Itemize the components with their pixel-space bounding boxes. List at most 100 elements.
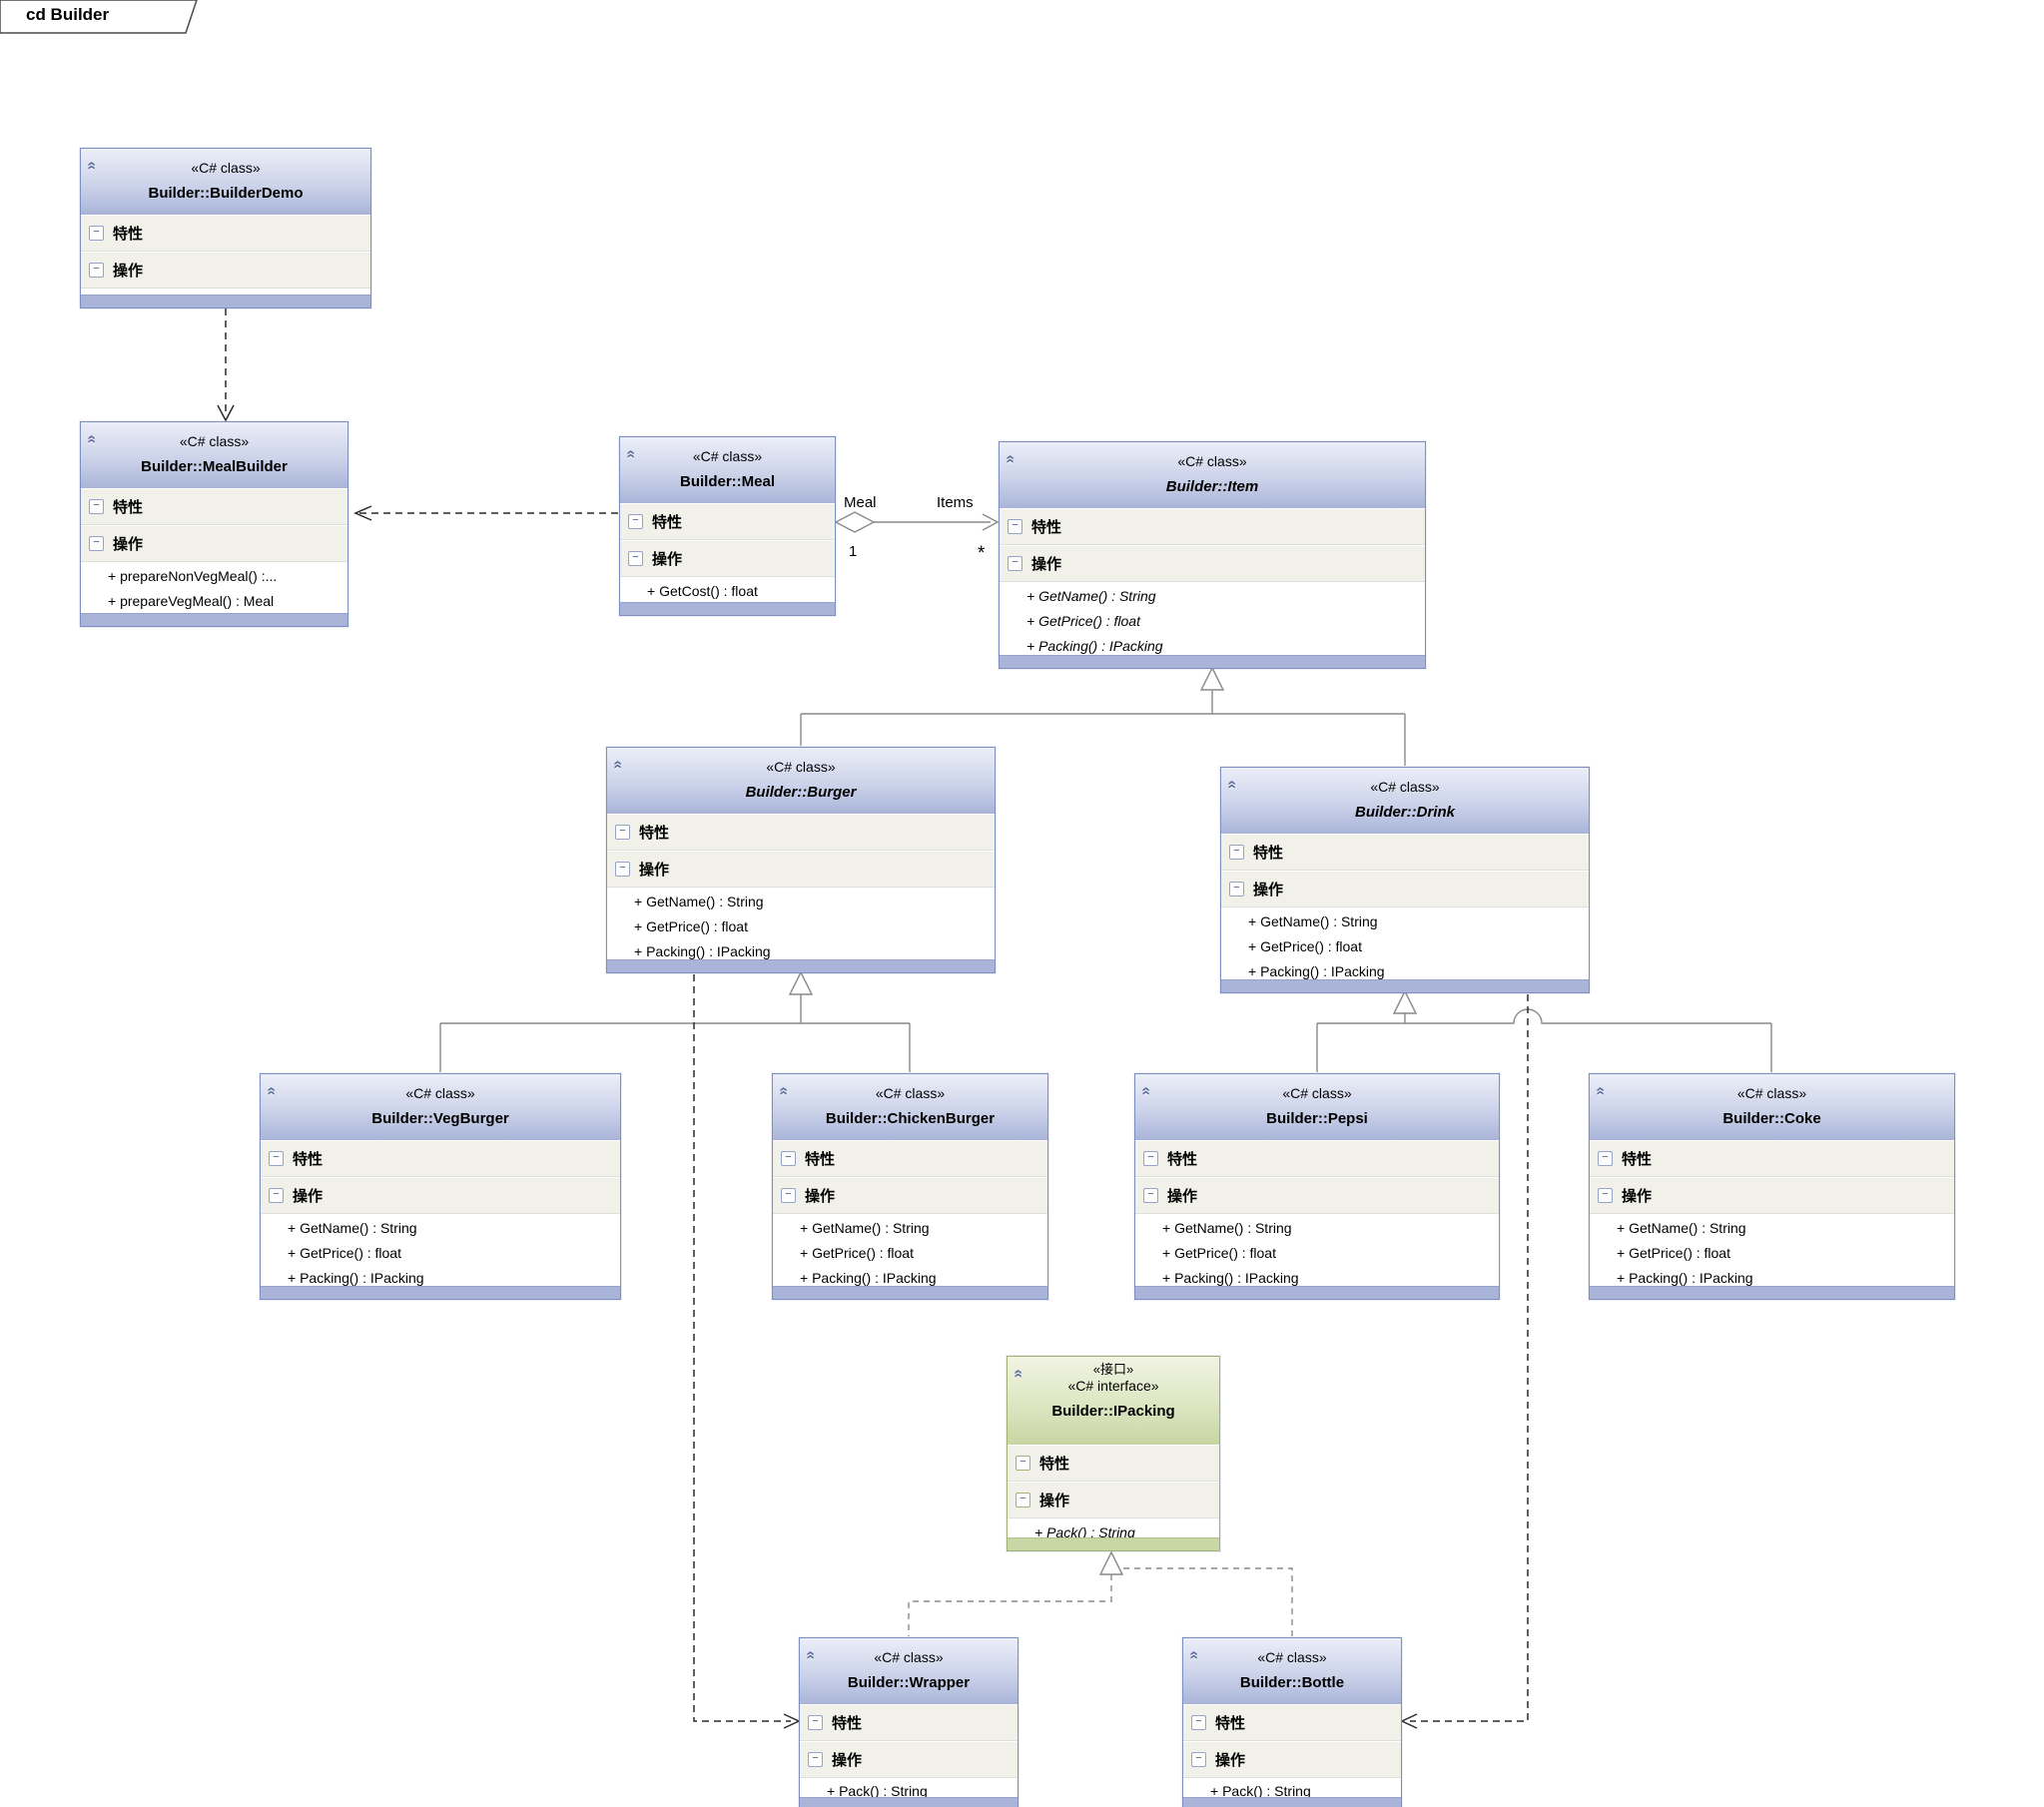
collapse-chevron-icon[interactable]: « — [775, 1086, 793, 1096]
class-name: Builder::Meal — [679, 473, 775, 490]
collapse-minus-icon[interactable]: − — [1008, 519, 1022, 534]
collapse-minus-icon[interactable]: − — [269, 1188, 284, 1203]
operations-section[interactable]: − 操作 — [800, 1741, 1018, 1778]
collapse-minus-icon[interactable]: − — [628, 514, 643, 529]
collapse-minus-icon[interactable]: − — [1008, 556, 1022, 571]
class-box-item[interactable]: « «C# class» Builder::Item − 特性 − 操作 + G… — [999, 441, 1426, 669]
class-box-wrapper[interactable]: « «C# class» Builder::Wrapper − 特性 − 操作 … — [799, 1637, 1019, 1807]
attributes-section[interactable]: − 特性 — [1183, 1704, 1401, 1741]
collapse-minus-icon[interactable]: − — [808, 1715, 823, 1730]
collapse-chevron-icon[interactable]: « — [622, 449, 640, 459]
operations-section[interactable]: − 操作 — [773, 1177, 1047, 1214]
attributes-section[interactable]: − 特性 — [81, 488, 347, 525]
collapse-minus-icon[interactable]: − — [269, 1151, 284, 1166]
attributes-label: 特性 — [832, 1715, 863, 1732]
collapse-chevron-icon[interactable]: « — [1223, 780, 1241, 790]
dependency-builderdemo-to-mealbuilder[interactable] — [217, 308, 235, 422]
collapse-minus-icon[interactable]: − — [628, 551, 643, 566]
stereotype: «C# class» — [766, 759, 836, 775]
attributes-section[interactable]: − 特性 — [1135, 1140, 1499, 1177]
attributes-label: 特性 — [113, 499, 144, 516]
collapse-minus-icon[interactable]: − — [1598, 1151, 1613, 1166]
attributes-section[interactable]: − 特性 — [261, 1140, 620, 1177]
collapse-minus-icon[interactable]: − — [1016, 1493, 1030, 1507]
collapse-chevron-icon[interactable]: « — [1010, 1369, 1027, 1379]
collapse-chevron-icon[interactable]: « — [83, 161, 101, 171]
operations-section[interactable]: − 操作 — [1000, 545, 1425, 582]
operations-section[interactable]: − 操作 — [1221, 871, 1589, 907]
attributes-section[interactable]: − 特性 — [607, 814, 995, 851]
stereotype: «C# class» — [692, 448, 763, 464]
attributes-section[interactable]: − 特性 — [81, 215, 370, 252]
methods-area: + GetName() : String + GetPrice() : floa… — [1135, 1214, 1499, 1286]
class-box-pepsi[interactable]: « «C# class» Builder::Pepsi − 特性 − 操作 + … — [1134, 1073, 1500, 1300]
collapse-minus-icon[interactable]: − — [1229, 882, 1244, 897]
attributes-section[interactable]: − 特性 — [620, 503, 835, 540]
collapse-minus-icon[interactable]: − — [1191, 1715, 1206, 1730]
dependency-meal-to-mealbuilder[interactable] — [353, 505, 618, 521]
box-footer — [81, 295, 370, 307]
collapse-minus-icon[interactable]: − — [1143, 1151, 1158, 1166]
operations-section[interactable]: − 操作 — [81, 525, 347, 562]
operations-section[interactable]: − 操作 — [261, 1177, 620, 1214]
operations-section[interactable]: − 操作 — [1590, 1177, 1954, 1214]
collapse-minus-icon[interactable]: − — [615, 825, 630, 840]
stereotype: «C# class» — [1177, 453, 1247, 469]
interface-box-ipacking[interactable]: « «接口» «C# interface» Builder::IPacking … — [1007, 1356, 1220, 1551]
operations-label: 操作 — [1039, 1493, 1070, 1509]
class-box-meal[interactable]: « «C# class» Builder::Meal − 特性 − 操作 + G… — [619, 436, 836, 616]
collapse-minus-icon[interactable]: − — [89, 499, 104, 514]
collapse-chevron-icon[interactable]: « — [1002, 454, 1020, 464]
attributes-section[interactable]: − 特性 — [1000, 508, 1425, 545]
aggregation-meal-items[interactable]: Meal 1 Items * — [834, 494, 1000, 564]
collapse-chevron-icon[interactable]: « — [1185, 1650, 1203, 1660]
collapse-chevron-icon[interactable]: « — [83, 434, 101, 444]
collapse-minus-icon[interactable]: − — [808, 1752, 823, 1767]
collapse-minus-icon[interactable]: − — [1143, 1188, 1158, 1203]
collapse-minus-icon[interactable]: − — [1229, 845, 1244, 860]
operations-section[interactable]: − 操作 — [607, 851, 995, 888]
operations-section[interactable]: − 操作 — [1183, 1741, 1401, 1778]
class-box-builderdemo[interactable]: « «C# class» Builder::BuilderDemo − 特性 −… — [80, 148, 371, 308]
operations-section[interactable]: − 操作 — [1135, 1177, 1499, 1214]
class-box-chickenburger[interactable]: « «C# class» Builder::ChickenBurger − 特性… — [772, 1073, 1048, 1300]
collapse-minus-icon[interactable]: − — [781, 1151, 796, 1166]
attributes-section[interactable]: − 特性 — [1008, 1445, 1219, 1482]
methods-area: + GetName() : String + GetPrice() : floa… — [261, 1214, 620, 1286]
collapse-chevron-icon[interactable]: « — [1137, 1086, 1155, 1096]
collapse-minus-icon[interactable]: − — [1191, 1752, 1206, 1767]
collapse-minus-icon[interactable]: − — [615, 862, 630, 877]
collapse-minus-icon[interactable]: − — [89, 536, 104, 551]
generalization-burger-children[interactable] — [439, 970, 911, 1072]
method-row: + Packing() : IPacking — [1026, 638, 1163, 654]
collapse-chevron-icon[interactable]: « — [1592, 1086, 1610, 1096]
attributes-section[interactable]: − 特性 — [1590, 1140, 1954, 1177]
operations-section[interactable]: − 操作 — [1008, 1482, 1219, 1518]
class-box-burger[interactable]: « «C# class» Builder::Burger − 特性 − 操作 +… — [606, 747, 996, 973]
operations-label: 操作 — [639, 862, 670, 879]
class-box-drink[interactable]: « «C# class» Builder::Drink − 特性 − 操作 + … — [1220, 767, 1590, 993]
operations-section[interactable]: − 操作 — [620, 540, 835, 577]
generalization-item-children[interactable] — [800, 666, 1406, 766]
attributes-section[interactable]: − 特性 — [1221, 834, 1589, 871]
dependency-drink-to-bottle[interactable] — [1400, 994, 1529, 1729]
collapse-minus-icon[interactable]: − — [89, 226, 104, 241]
collapse-chevron-icon[interactable]: « — [609, 760, 627, 770]
collapse-minus-icon[interactable]: − — [781, 1188, 796, 1203]
collapse-minus-icon[interactable]: − — [1016, 1456, 1030, 1471]
generalization-drink-children[interactable] — [1316, 989, 1772, 1072]
operations-section[interactable]: − 操作 — [81, 252, 370, 289]
attributes-section[interactable]: − 特性 — [773, 1140, 1047, 1177]
collapse-minus-icon[interactable]: − — [1598, 1188, 1613, 1203]
attributes-section[interactable]: − 特性 — [800, 1704, 1018, 1741]
realization-ipacking-implementors[interactable] — [908, 1550, 1293, 1636]
class-box-vegburger[interactable]: « «C# class» Builder::VegBurger − 特性 − 操… — [260, 1073, 621, 1300]
class-box-bottle[interactable]: « «C# class» Builder::Bottle − 特性 − 操作 +… — [1182, 1637, 1402, 1807]
class-box-coke[interactable]: « «C# class» Builder::Coke − 特性 − 操作 + G… — [1589, 1073, 1955, 1300]
method-row: + GetPrice() : float — [1162, 1245, 1276, 1261]
collapse-chevron-icon[interactable]: « — [802, 1650, 820, 1660]
collapse-chevron-icon[interactable]: « — [263, 1086, 281, 1096]
class-box-mealbuilder[interactable]: « «C# class» Builder::MealBuilder − 特性 −… — [80, 421, 348, 627]
operations-label: 操作 — [113, 536, 144, 553]
collapse-minus-icon[interactable]: − — [89, 263, 104, 278]
